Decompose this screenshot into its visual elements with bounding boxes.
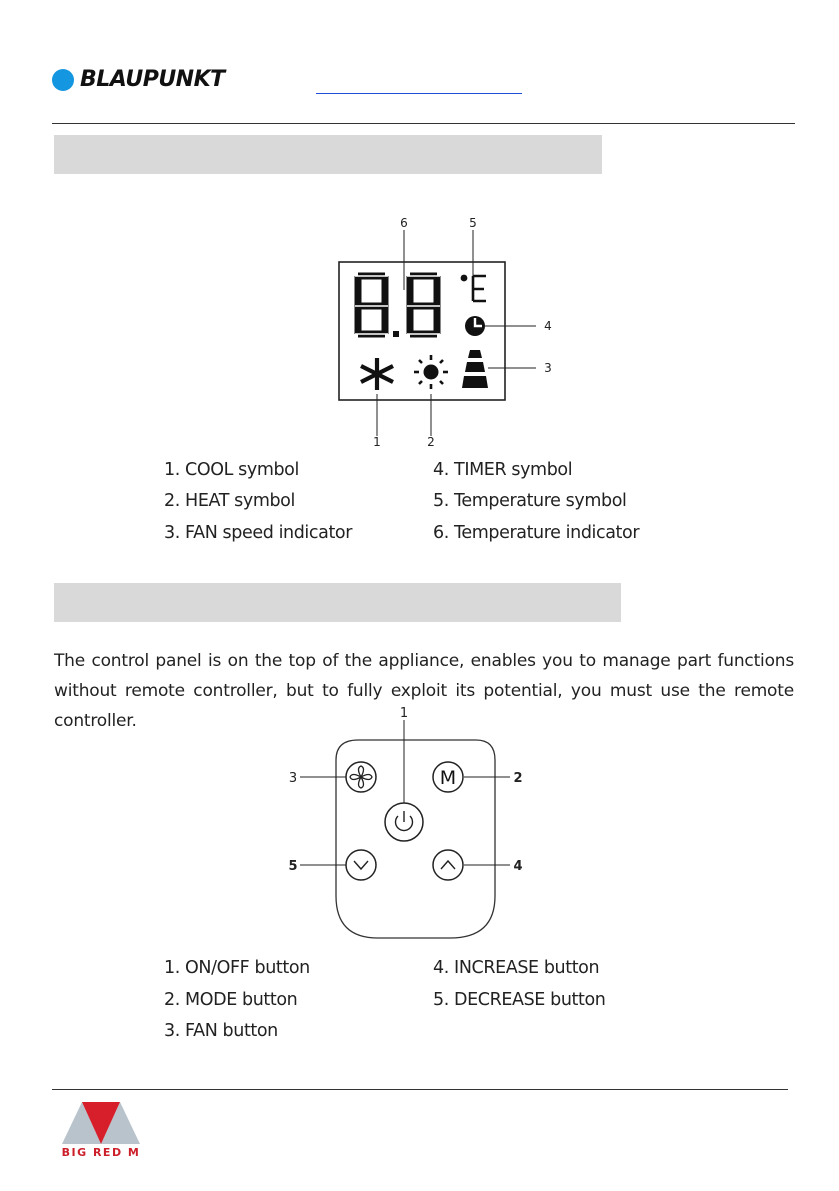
mode-button[interactable]: M	[432, 761, 464, 793]
decrease-button[interactable]	[345, 849, 377, 881]
brand-dot-icon	[52, 69, 74, 91]
degree-dot	[460, 274, 468, 282]
display-legend-item: 2. HEAT symbol	[164, 491, 295, 511]
decimal-point	[393, 331, 399, 337]
panel-legend-item: 2. MODE button	[164, 990, 298, 1010]
power-icon	[394, 811, 414, 832]
control-panel-description: The control panel is on the top of the a…	[54, 651, 794, 731]
panel-legend-item: 1. ON/OFF button	[164, 958, 310, 978]
panel-callout-4: 4	[513, 859, 522, 874]
chevron-up-icon	[440, 859, 456, 870]
control-panel-diagram: M 1 2 3 4 5	[288, 706, 523, 939]
display-legend-item: 6. Temperature indicator	[433, 523, 640, 543]
display-callout-2: 2	[427, 435, 435, 449]
header-divider	[52, 123, 795, 124]
display-callout-lines	[376, 230, 536, 436]
display-callout-3: 3	[544, 361, 552, 375]
display-callout-4: 4	[544, 319, 552, 333]
fan-button[interactable]	[345, 761, 377, 793]
brand-logo: BLAUPUNKT	[52, 66, 252, 96]
display-callout-1: 1	[373, 435, 381, 449]
section-heading-band-display	[54, 135, 602, 174]
panel-callout-5: 5	[288, 859, 297, 874]
footer-logo-text: BIG RED M	[61, 1146, 141, 1159]
panel-legend-item: 3. FAN button	[164, 1021, 278, 1041]
panel-callout-2: 2	[513, 771, 522, 786]
display-diagram: 1 2 3 4 5 6	[338, 216, 552, 449]
timer-clock-icon	[465, 316, 485, 336]
panel-legend-item: 4. INCREASE button	[433, 958, 600, 978]
mode-letter: M	[440, 767, 456, 789]
footer-logo	[62, 1102, 140, 1144]
display-callout-6: 6	[400, 216, 408, 230]
panel-callout-3: 3	[289, 771, 297, 786]
header-link-underline	[316, 93, 522, 94]
display-callout-5: 5	[469, 216, 477, 230]
chevron-down-icon	[353, 860, 369, 871]
increase-button[interactable]	[432, 849, 464, 881]
fan-icon	[349, 765, 373, 789]
panel-callout-1: 1	[400, 706, 408, 721]
panel-legend-item: 5. DECREASE button	[433, 990, 606, 1010]
footer-divider	[52, 1089, 788, 1090]
power-button[interactable]	[384, 802, 424, 842]
panel-callout-lines	[300, 720, 510, 866]
display-legend-item: 3. FAN speed indicator	[164, 523, 353, 543]
display-legend-item: 1. COOL symbol	[164, 460, 299, 480]
fan-speed-icon	[462, 350, 488, 388]
brand-name: BLAUPUNKT	[80, 67, 225, 92]
heat-sun-icon	[414, 355, 448, 389]
cool-snowflake-icon	[360, 358, 394, 390]
display-legend-item: 5. Temperature symbol	[433, 491, 627, 511]
display-legend-item: 4. TIMER symbol	[433, 460, 573, 480]
temperature-unit-symbol	[471, 274, 486, 303]
section-heading-band-control-panel	[54, 583, 621, 622]
